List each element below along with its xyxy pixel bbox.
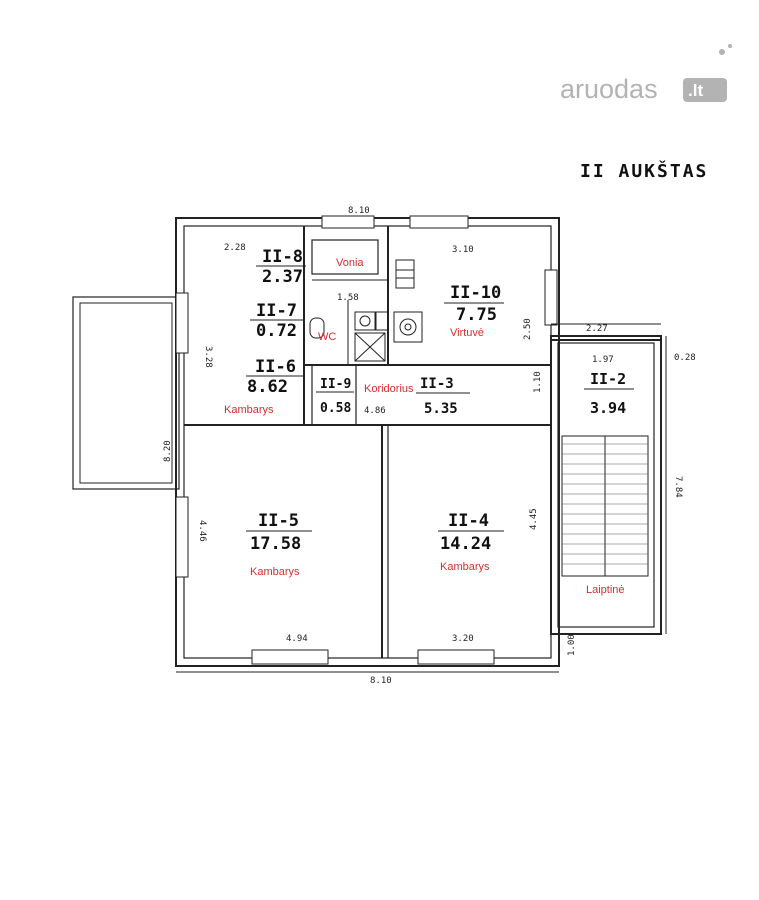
dimension: 0.28 (674, 353, 696, 363)
watermark-tld-badge (683, 78, 727, 102)
dimension-lines (176, 323, 667, 673)
dimension: 7.84 (673, 476, 683, 498)
room-name: WC (318, 331, 336, 343)
room-labels: II-8 2.37 Vonia II-7 0.72 WC II-6 8.62 K… (224, 247, 634, 578)
watermark-brand: aruodas (560, 74, 658, 104)
room-id: II-9 (320, 377, 351, 392)
room-id: II-3 (420, 376, 454, 392)
room-area: 0.72 (256, 321, 297, 341)
dimension: 8.10 (348, 206, 370, 216)
dimension: 8.20 (163, 440, 173, 462)
balcony (72, 296, 180, 490)
room-area: 0.58 (320, 401, 351, 416)
dimension-labels: 8.10 8.10 8.20 2.28 3.10 1.58 2.50 3.28 … (163, 206, 696, 686)
room-id: II-7 (256, 301, 297, 321)
dimension: 2.27 (586, 324, 608, 334)
dimension: 3.28 (203, 346, 213, 368)
watermark-dot-icon (719, 49, 725, 55)
room-area: 14.24 (440, 534, 491, 554)
dimension: 4.94 (286, 634, 308, 644)
dimension: 1.97 (592, 355, 614, 365)
room-name: Kambarys (440, 561, 490, 573)
room-name: Koridorius (364, 383, 414, 395)
room-id: II-4 (448, 511, 489, 531)
room-area: 17.58 (250, 534, 301, 554)
room-name: Kambarys (250, 566, 300, 578)
watermark-dot-icon (728, 44, 732, 48)
dimension: 8.10 (370, 676, 392, 686)
interior-walls (184, 226, 660, 658)
room-area: 7.75 (456, 305, 497, 325)
room-id: II-8 (262, 247, 303, 267)
dimension: 3.10 (452, 245, 474, 255)
aruodas-watermark: aruodas .lt (560, 44, 732, 104)
dimension: 1.10 (533, 371, 543, 393)
dimension: 4.46 (197, 520, 207, 542)
room-area: 3.94 (590, 399, 626, 417)
stairwell: Laiptinė (550, 335, 662, 635)
stairwell-label: Laiptinė (586, 584, 625, 596)
room-name: Virtuvė (450, 327, 484, 339)
room-area: 8.62 (247, 377, 288, 397)
dimension: 3.20 (452, 634, 474, 644)
dimension: 1.58 (337, 293, 359, 303)
watermark-tld: .lt (688, 81, 703, 100)
dimension: 4.45 (529, 508, 539, 530)
room-name: Vonia (336, 257, 364, 269)
room-area: 2.37 (262, 267, 303, 287)
room-id: II-2 (590, 370, 626, 388)
dimension: 2.28 (224, 243, 246, 253)
dimension: 4.86 (364, 406, 386, 416)
bathroom-fixtures (309, 259, 423, 362)
room-id: II-5 (258, 511, 299, 531)
dimension: 2.50 (523, 318, 533, 340)
floor-title: II AUKŠTAS (580, 160, 708, 182)
dimension: 1.00 (567, 634, 577, 656)
room-id: II-10 (450, 283, 501, 303)
room-area: 5.35 (424, 401, 458, 417)
outer-walls (175, 215, 560, 667)
room-name: Kambarys (224, 404, 274, 416)
room-id: II-6 (255, 357, 296, 377)
